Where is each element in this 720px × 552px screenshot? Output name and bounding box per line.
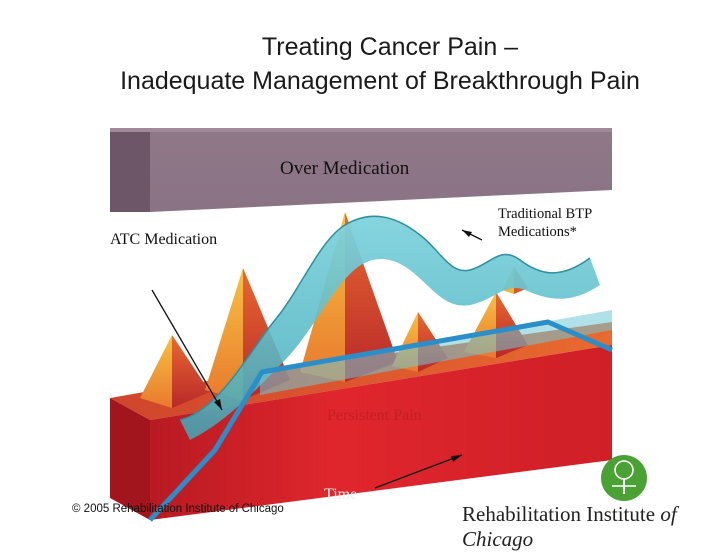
time-axis-arrow: [374, 454, 463, 489]
traditional-btp-label-line-1: Traditional BTP: [498, 206, 593, 222]
annotation-arrows: [151, 229, 483, 489]
time-axis-label: Time: [324, 486, 358, 503]
title-line-1: Treating Cancer Pain –: [261, 33, 519, 61]
pain-management-diagram: [110, 128, 647, 522]
over-medication-band: [110, 128, 612, 212]
copyright-notice: © 2005 Rehabilitation Institute of Chica…: [72, 503, 284, 515]
peak-1: [140, 335, 210, 408]
ric-logo-text-plain: Rehabilitation Institute: [462, 502, 661, 526]
ric-logo-emblem: [601, 455, 647, 501]
traditional-btp-label-line-2: Medications*: [498, 224, 577, 240]
ric-logo-text: Rehabilitation Institute of Chicago: [462, 502, 720, 552]
atc-pointer-arrow: [151, 289, 223, 411]
traditional-btp-ribbon: [179, 215, 612, 440]
traditional-btp-label: Traditional BTP Medications*: [498, 205, 592, 241]
over-medication-label: Over Medication: [280, 158, 410, 179]
title-line-2: Inadequate Management of Breakthrough Pa…: [120, 67, 640, 95]
atc-medication-line: [148, 319, 614, 522]
persistent-pain-label: Persistent Pain: [327, 407, 422, 424]
atc-medication-label: ATC Medication: [110, 231, 218, 248]
